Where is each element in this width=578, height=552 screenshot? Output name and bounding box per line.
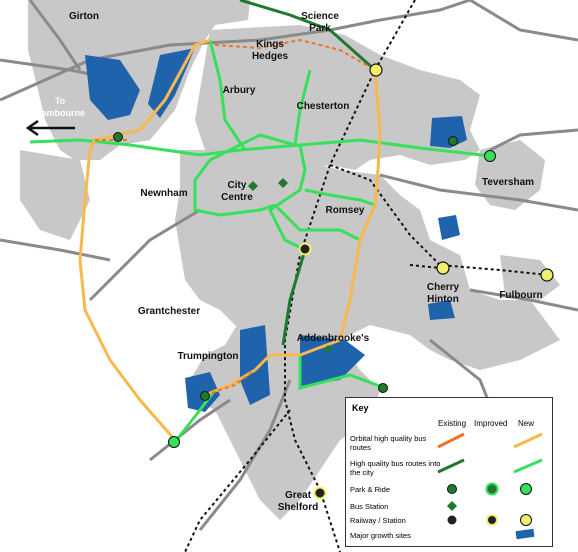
station-fulbourn [540, 268, 554, 282]
bus-station-addenbrookes [324, 345, 332, 353]
arrow-to-cambourne-icon [25, 119, 75, 137]
key-row-growth: Major growth sites [350, 531, 411, 540]
key-symbols [437, 432, 543, 540]
key-col-new: New [518, 419, 535, 428]
label-romsey: Romsey [326, 205, 365, 216]
bus-stations [248, 178, 332, 353]
place-labels: Girton Science Park Kings Hedges Arbury … [35, 11, 543, 513]
key-park-ride-existing [447, 484, 457, 494]
bus-station-city-2 [278, 178, 288, 188]
key-park-ride-improved [485, 482, 499, 496]
orbital-routes [78, 38, 382, 441]
label-city: City [228, 180, 247, 191]
park-ride-girton [113, 132, 123, 142]
label-teversham: Teversham [482, 177, 534, 188]
key-radial-existing-line [437, 458, 465, 474]
label-grantchester: Grantchester [138, 306, 200, 317]
orbital-existing [95, 38, 376, 396]
key-rail-existing [447, 515, 457, 525]
station-cherry-hinton [436, 261, 450, 275]
park-ride-trumpington [200, 391, 210, 401]
radial-routes-new [29, 39, 491, 443]
label-park: Park [309, 23, 331, 34]
park-and-ride-markers [113, 132, 496, 448]
label-hedges: Hedges [252, 51, 289, 62]
label-chesterton: Chesterton [297, 101, 350, 112]
key-rail-improved [486, 514, 498, 526]
label-addenbrookes: Addenbrooke's [297, 333, 370, 344]
key-orbital-new-line [513, 432, 543, 449]
key-title: Key [352, 403, 369, 413]
label-arbury: Arbury [223, 85, 256, 96]
railway-stations [298, 63, 554, 500]
label-shelford: Shelford [278, 502, 319, 513]
park-ride-hauxton [168, 436, 180, 448]
label-fulbourn: Fulbourn [499, 290, 542, 301]
key-row-orbital: Orbital high quality bus routes [350, 434, 427, 452]
label-great: Great [285, 490, 312, 501]
park-ride-newmarket [448, 136, 458, 146]
station-cambridge [298, 242, 312, 256]
label-cambourne: Cambourne [35, 108, 85, 118]
station-great-shelford [313, 486, 327, 500]
label-trumpington: Trumpington [177, 351, 238, 362]
label-kings: Kings [256, 39, 284, 50]
label-to: To [55, 96, 66, 106]
label-cherry: Cherry [427, 282, 460, 293]
key-col-existing: Existing [438, 419, 467, 428]
key-orbital-existing-line [437, 432, 465, 449]
key-rail-new [520, 514, 532, 526]
map-key: Key Existing Improved New Orbital high q… [345, 397, 553, 547]
label-centre: Centre [221, 192, 253, 203]
radial-routes-existing [239, 0, 376, 346]
label-hinton: Hinton [427, 294, 459, 305]
key-park-ride-new [520, 483, 532, 495]
park-ride-babraham [378, 383, 388, 393]
label-science: Science [301, 11, 339, 22]
key-radial-new-line [513, 458, 543, 474]
park-ride-teversham [484, 150, 496, 162]
label-newnham: Newnham [140, 188, 187, 199]
key-row-park-ride: Park & Ride [350, 485, 391, 494]
key-col-improved: Improved [474, 419, 508, 428]
bus-station-city [248, 181, 258, 191]
label-girton: Girton [69, 11, 99, 22]
key-growth-swatch [515, 528, 535, 540]
station-science-park [369, 63, 383, 77]
key-bus-station-existing [447, 501, 457, 511]
key-row-radial: High quality bus routes into the city [350, 459, 441, 477]
key-row-railway: Railway / Station [350, 516, 406, 525]
key-row-bus-station: Bus Station [350, 502, 389, 511]
